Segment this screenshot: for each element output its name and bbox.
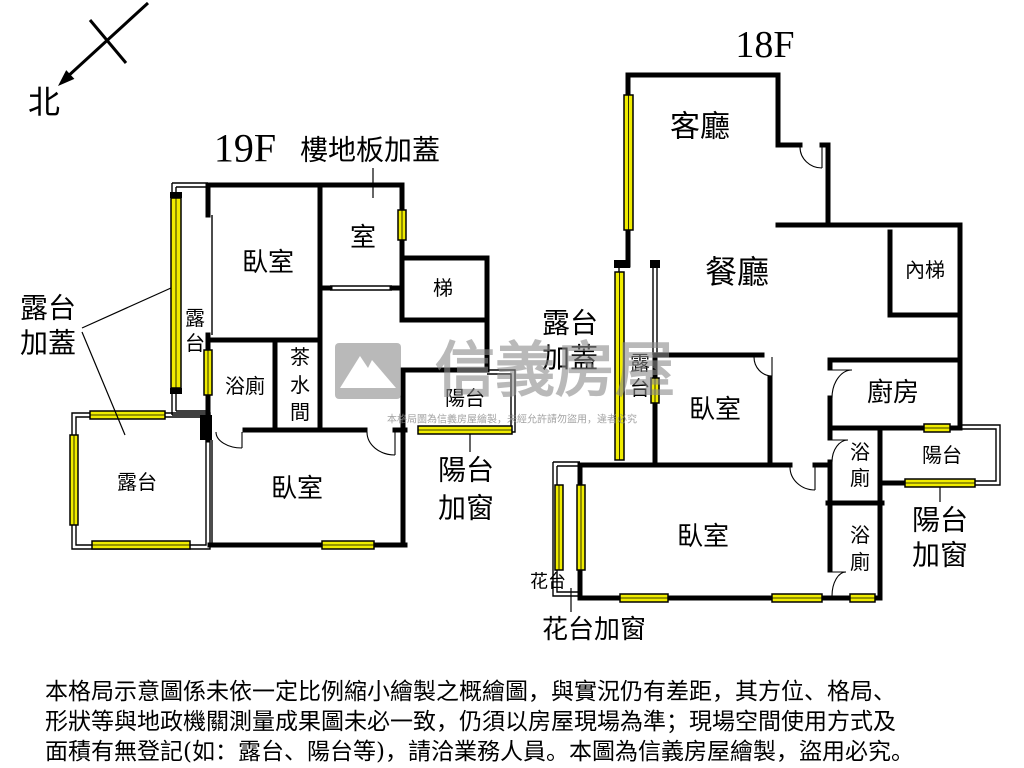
bedroom-lower-label: 臥室: [677, 522, 729, 552]
pantry-label-2: 水: [290, 373, 310, 397]
terrace-cover-leader: [81, 287, 172, 436]
balcony-window-callout-line2: 加窗: [912, 539, 968, 572]
disclaimer-line-2: 形狀等與地政機關測量成果圖未必一致，仍須以房屋現場為準；現場空間使用方式及: [45, 709, 896, 735]
bathroom-upper-label-2: 廁: [850, 466, 870, 490]
planter-frame: [552, 461, 580, 597]
sinyi-logo-icon: [335, 343, 401, 399]
sliding-doors: [211, 215, 392, 545]
pantry-label-1: 茶: [290, 345, 310, 369]
floor-19-plan: 19F 樓地板加蓋 露台 加蓋 臥室 室 梯 露 台 浴廁 茶 水 間 陽台 陽…: [20, 126, 516, 550]
balcony-label: 陽台: [445, 386, 485, 410]
bathroom-door-swing: [215, 431, 243, 449]
stairs-label: 梯: [433, 276, 453, 300]
wall-pillar: [170, 388, 182, 394]
bedroom-middle-door-swing: [753, 356, 773, 377]
compass-arrowhead: [58, 70, 75, 86]
planter-label: 花台: [530, 572, 566, 593]
floor-extension-callout: 樓地板加蓋: [300, 134, 440, 167]
north-label: 北: [28, 83, 60, 121]
floor-18-walls: [577, 72, 963, 601]
internal-stairs-label: 內梯: [905, 258, 945, 282]
watermark-notice: 本格局圖為信義房屋繪製，未經允許請勿盜用，違者必究: [387, 413, 637, 426]
terrace-label: 露台: [117, 470, 157, 494]
floor-18-windows: [554, 94, 976, 603]
kitchen-door-swing: [831, 369, 853, 399]
disclaimer: 本格局示意圖係未依一定比例縮小繪製之概繪圖，與實況仍有差距，其方位、格局、 形狀…: [45, 679, 914, 765]
dining-room-label: 餐廳: [705, 253, 769, 291]
floor-18-title: 18F: [735, 24, 794, 66]
floor-19-walls: [205, 182, 490, 548]
balcony-label: 陽台: [922, 443, 962, 467]
bedroom-lower-label: 臥室: [271, 474, 323, 504]
wall-pillar: [200, 415, 212, 440]
bedroom-lower-door-swing: [789, 466, 816, 491]
bedroom-upper-label: 臥室: [242, 248, 294, 278]
bathroom-upper-label-1: 浴: [850, 440, 870, 464]
living-room-label: 客廳: [670, 110, 730, 145]
floor-19-windows: [69, 197, 513, 550]
terrace-cover-callout-line1: 露台: [542, 307, 598, 340]
terrace-cover-callout-line2: 加蓋: [542, 342, 598, 375]
floor-19-title: 19F: [214, 126, 276, 171]
compass-cross: [88, 19, 128, 64]
balcony-window-callout-line2: 加窗: [438, 492, 494, 525]
north-arrow-icon: 北: [28, 1, 150, 121]
floor-18-plan: 18F 客廳 餐廳 內梯 露台 加蓋 露 台 臥室 廚房 浴 廁 陽台 陽台 加…: [530, 24, 1001, 645]
terrace-cover-callout-line1: 露台: [20, 292, 76, 325]
small-terrace-label-2: 台: [185, 331, 205, 355]
wall-pillar: [614, 260, 630, 268]
balcony-frame: [960, 424, 1001, 486]
disclaimer-line-3: 面積有無登記(如：露台、陽台等)，請洽業務人員。本圖為信義房屋繪製，盜用必究。: [45, 739, 914, 765]
wall-pillar: [170, 192, 182, 198]
watermark-brand: 信義房屋: [435, 336, 675, 406]
terrace-label-1: 露: [630, 351, 650, 375]
bathroom-lower-label-2: 廁: [850, 550, 870, 574]
pantry-label-3: 間: [290, 400, 310, 424]
terrace-label-2: 台: [630, 376, 650, 400]
logo-shape: [340, 356, 396, 388]
balcony-window-callout-line1: 陽台: [912, 504, 968, 537]
bedroom-middle-label: 臥室: [689, 395, 741, 425]
bathroom-lower-label-1: 浴: [850, 523, 870, 547]
bathroom-lower-door-swing: [831, 571, 847, 597]
bedroom-door-swing: [366, 431, 396, 456]
wall-pillar: [650, 260, 660, 268]
watermark: 信義房屋 本格局圖為信義房屋繪製，未經允許請勿盜用，違者必究: [335, 336, 675, 426]
bathroom-label: 浴廁: [225, 374, 265, 398]
planter-window-callout: 花台加窗: [542, 615, 646, 645]
small-terrace-label-1: 露: [185, 306, 205, 330]
room-label: 室: [350, 223, 376, 253]
kitchen-label: 廚房: [867, 378, 919, 408]
bathroom-upper-door-swing: [831, 439, 849, 463]
balcony-window-callout-line1: 陽台: [438, 454, 494, 487]
living-room-door-swing: [799, 146, 823, 169]
disclaimer-line-1: 本格局示意圖係未依一定比例縮小繪製之概繪圖，與實況仍有差距，其方位、格局、: [45, 679, 896, 705]
terrace-cover-callout-line2: 加蓋: [20, 327, 76, 360]
